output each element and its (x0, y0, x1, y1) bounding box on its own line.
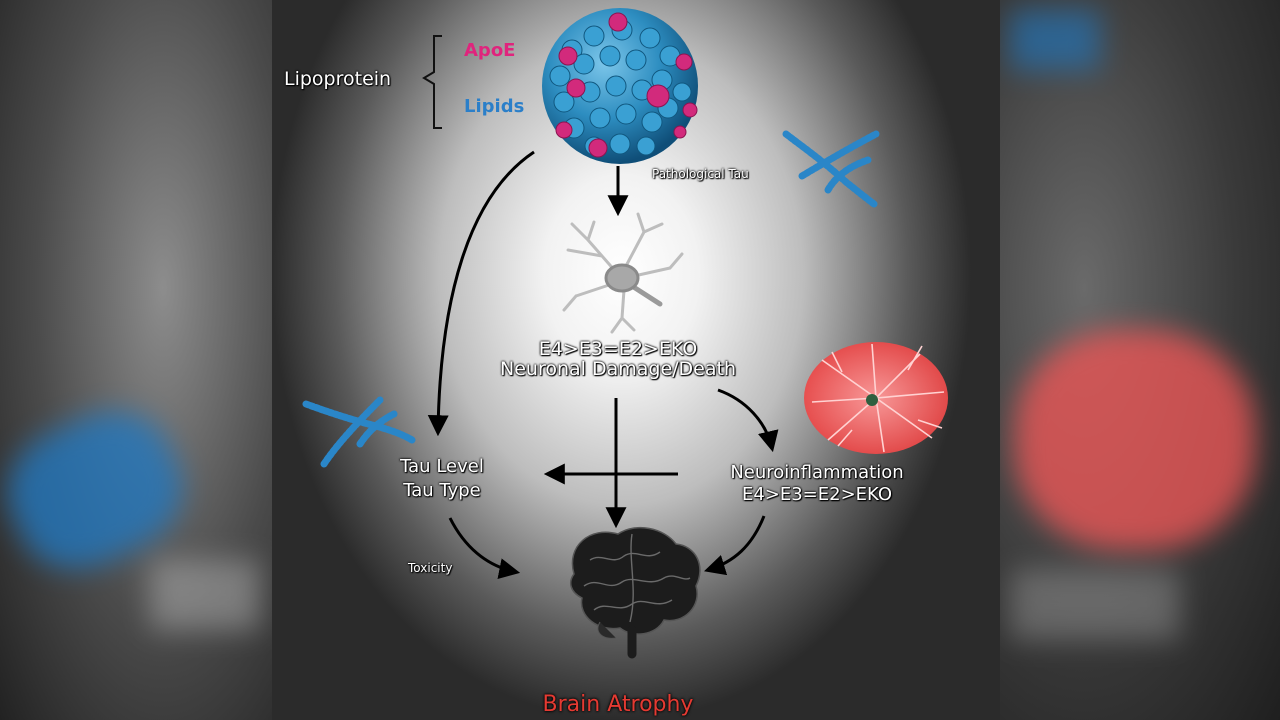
blurred-tau-icon-right (1010, 10, 1100, 70)
tau-type-label: Tau Type (403, 480, 481, 501)
neuroinflammation-ranking: E4>E3=E2>EKO (741, 484, 893, 505)
blurred-microglia-icon (1015, 330, 1255, 550)
brain-icon (569, 526, 701, 659)
apoe-label: ApoE (464, 40, 516, 61)
neuronal-damage-label: Neuronal Damage/Death (500, 358, 736, 380)
brain-atrophy-label: Brain Atrophy (542, 692, 694, 717)
arrow-particle-to-tau (427, 150, 535, 437)
blurred-text-right (1010, 570, 1180, 640)
arrow-neuron-to-inflammation (717, 388, 779, 453)
arrow-inflammation-to-brain (703, 515, 766, 576)
lipids-label: Lipids (464, 96, 525, 117)
pathological-tau-label: Pathological Tau (652, 167, 749, 181)
diagram-arrows (427, 150, 779, 579)
arrow-tau-to-brain (448, 517, 521, 579)
tau-fibril-icon (782, 130, 880, 208)
neuron-icon (562, 212, 684, 334)
diagram-panel: Lipoprotein ApoE Lipids Pathological Tau… (272, 0, 1000, 720)
neuron-effect-ranking: E4>E3=E2>EKO (538, 338, 698, 360)
tau-fibril-icon-left (302, 396, 416, 468)
microglia-icon (804, 342, 948, 454)
diagram-graphics (302, 8, 948, 659)
lipoprotein-label: Lipoprotein (284, 68, 392, 90)
tau-level-label: Tau Level (400, 456, 484, 477)
blurred-background-left (0, 0, 272, 720)
blurred-text-left (150, 560, 260, 630)
toxicity-label: Toxicity (408, 561, 453, 575)
lipoprotein-particle-icon (542, 8, 698, 164)
blurred-background-right (1000, 0, 1280, 720)
lipoprotein-bracket (422, 35, 442, 129)
neuroinflammation-label: Neuroinflammation (730, 462, 904, 483)
